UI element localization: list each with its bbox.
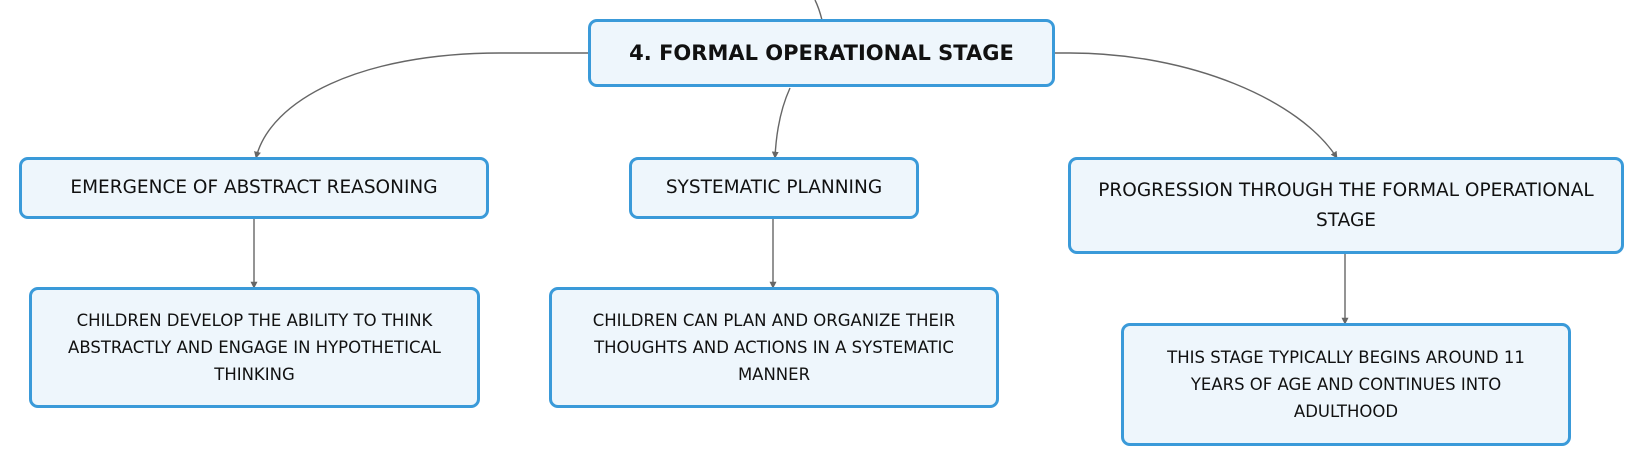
branch-node-label: SYSTEMATIC PLANNING <box>665 177 883 198</box>
detail-node-text: CHILDREN DEVELOP THE ABILITY TO THINK AB… <box>68 311 441 384</box>
branch-node-systematic-planning[interactable]: SYSTEMATIC PLANNING <box>629 157 919 219</box>
detail-node-text: THIS STAGE TYPICALLY BEGINS AROUND 11 YE… <box>1167 348 1525 421</box>
connector-root-to-branch-3 <box>1054 52 1338 159</box>
detail-node-abstract-reasoning[interactable]: CHILDREN DEVELOP THE ABILITY TO THINK AB… <box>29 287 480 408</box>
root-node[interactable]: 4. FORMAL OPERATIONAL STAGE <box>588 19 1055 87</box>
connector-root-to-branch-1 <box>254 52 589 159</box>
detail-node-text: CHILDREN CAN PLAN AND ORGANIZE THEIR THO… <box>592 311 956 384</box>
connector-parent-to-root <box>814 0 823 21</box>
connector-root-to-branch-2 <box>771 87 791 159</box>
branch-node-progression[interactable]: PROGRESSION THROUGH THE FORMAL OPERATION… <box>1068 157 1624 254</box>
detail-node-progression[interactable]: THIS STAGE TYPICALLY BEGINS AROUND 11 YE… <box>1121 323 1571 446</box>
branch-node-label: EMERGENCE OF ABSTRACT REASONING <box>70 177 438 198</box>
branch-node-label: PROGRESSION THROUGH THE FORMAL OPERATION… <box>1098 179 1594 231</box>
detail-node-systematic-planning[interactable]: CHILDREN CAN PLAN AND ORGANIZE THEIR THO… <box>549 287 999 408</box>
branch-node-abstract-reasoning[interactable]: EMERGENCE OF ABSTRACT REASONING <box>19 157 489 219</box>
root-node-label: 4. FORMAL OPERATIONAL STAGE <box>629 41 1014 65</box>
